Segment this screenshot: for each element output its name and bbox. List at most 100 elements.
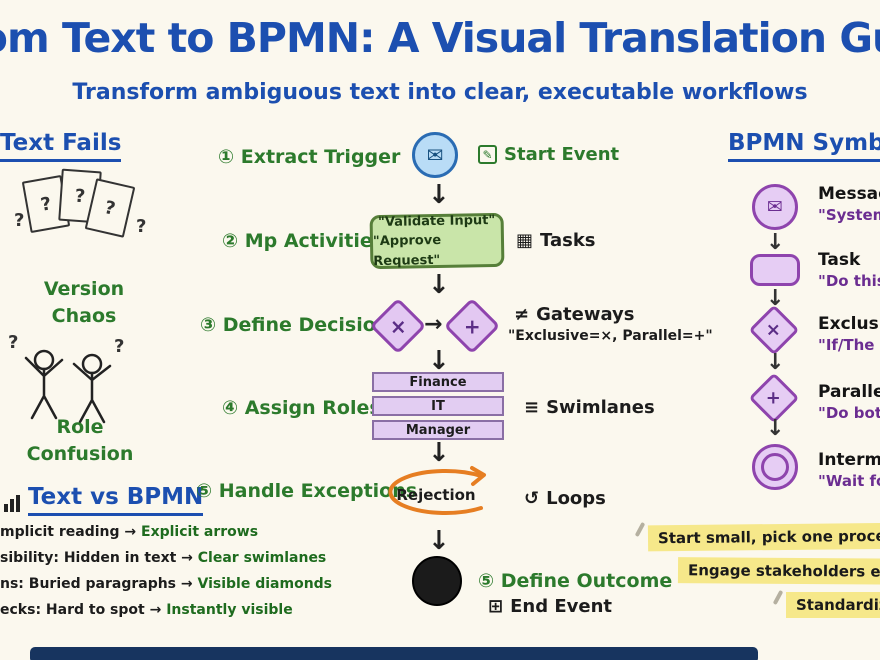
- arrow-icon: →: [181, 550, 193, 566]
- version-chaos-doodle: ? ? ? ? ?: [14, 168, 150, 276]
- bpmn-symbols-heading: BPMN Symbol: [728, 130, 880, 162]
- comparison-row: mplicit reading → Explicit arrows: [0, 524, 332, 540]
- loop-arrow-icon: [388, 466, 486, 515]
- symbol-quote: "Wait fo: [818, 472, 880, 490]
- flow-arrow-icon: ↓: [428, 346, 450, 376]
- step-6-label: ⑤ Define Outcome: [478, 570, 672, 592]
- stick-figures-icon: [24, 349, 112, 424]
- symbol-quote: "Do both: [818, 404, 880, 422]
- exclusive-symbol-shape: ×: [748, 304, 800, 356]
- role-confusion-label: Role Confusion: [26, 416, 134, 465]
- tasks-label: Tasks: [540, 230, 596, 251]
- tip-engage-stakeholders: Engage stakeholders early: [677, 557, 880, 585]
- task-line-2: "Approve Request": [372, 233, 442, 269]
- symbol-name: Task: [818, 250, 861, 270]
- flow-arrow-icon: ↓: [428, 270, 450, 300]
- flow-arrow-icon: ↓: [428, 526, 450, 556]
- parallel-gateway-shape: +: [443, 297, 501, 355]
- grid-icon: ⊞: [488, 595, 504, 617]
- swimlanes-label: Swimlanes: [546, 397, 655, 418]
- step-5-text: Handle Exceptions: [218, 480, 418, 502]
- step-1-text: Extract Trigger: [240, 146, 401, 168]
- question-mark: ?: [74, 185, 86, 207]
- comparison-list: mplicit reading → Explicit arrows sibili…: [0, 524, 332, 628]
- lanes-icon: ≡: [524, 396, 540, 418]
- loop-icon: ↺: [524, 487, 540, 509]
- text-vs-bpmn-heading: Text vs BPMN: [4, 484, 204, 516]
- step-2-text: Mp Activities: [244, 230, 385, 252]
- step-6-number: ⑤: [478, 570, 495, 592]
- flow-arrow-icon: ↓: [428, 180, 450, 210]
- gateways-annotation: ≠ Gateways: [514, 304, 635, 325]
- step-3-number: ③: [200, 314, 217, 336]
- comparison-to: Explicit arrows: [141, 524, 259, 540]
- tasks-annotation: ▦ Tasks: [516, 230, 596, 251]
- symbol-name: Exclusive: [818, 314, 880, 334]
- symbol-quote: "Do this: [818, 272, 880, 290]
- parallel-plus-glyph: +: [766, 387, 782, 409]
- step-6-text: Define Outcome: [500, 570, 673, 592]
- step-3-label: ③ Define Decisions: [200, 314, 401, 336]
- symbol-name: Parallel: [818, 382, 880, 402]
- symbol-quote: "If/The: [818, 336, 875, 354]
- step-4-label: ④ Assign Roles: [222, 397, 381, 419]
- step-5-label: ⑤ Handle Exceptions: [196, 480, 417, 502]
- page-title: om Text to BPMN: A Visual Translation Gu: [0, 14, 880, 62]
- loops-label: Loops: [546, 488, 606, 509]
- step-2-label: ② Mp Activities: [222, 230, 384, 252]
- comparison-row: ecks: Hard to spot → Instantly visible: [0, 602, 332, 618]
- loops-annotation: ↺ Loops: [524, 488, 606, 509]
- comparison-from: ecks: Hard to spot: [0, 602, 145, 618]
- exclusive-x-glyph: ×: [766, 319, 782, 341]
- tip-start-small: Start small, pick one process: [647, 522, 880, 552]
- comparison-from: sibility: Hidden in text: [0, 550, 177, 566]
- envelope-icon: ✉: [767, 196, 783, 218]
- page-subtitle: Transform ambiguous text into clear, exe…: [72, 80, 808, 105]
- symbol-arrow-icon: ↓: [766, 230, 785, 255]
- end-event-shape: [412, 556, 462, 606]
- end-event-label: End Event: [510, 596, 613, 617]
- symbol-arrow-icon: ↓: [766, 350, 785, 375]
- flow-arrow-icon: →: [424, 312, 443, 337]
- table-icon: ▦: [516, 229, 534, 251]
- flow-arrow-icon: ↓: [428, 438, 450, 468]
- comparison-row: ns: Buried paragraphs → Visible diamonds: [0, 576, 332, 592]
- step-5-number: ⑤: [196, 480, 213, 502]
- question-mark: ?: [114, 336, 125, 357]
- comparison-to: Clear swimlanes: [197, 550, 327, 566]
- step-2-number: ②: [222, 230, 239, 252]
- message-event-shape: ✉: [752, 184, 798, 230]
- symbol-name: Interme: [818, 450, 880, 470]
- bar-chart-icon: [4, 495, 20, 516]
- symbol-name: Message: [818, 184, 880, 204]
- end-event-annotation: ⊞ End Event: [488, 596, 612, 617]
- symbol-quote: "System: [818, 206, 880, 224]
- arrow-icon: →: [124, 524, 137, 540]
- start-event-shape: ✉: [412, 132, 458, 178]
- exclusive-x-glyph: ×: [389, 313, 407, 338]
- start-event-icon: ✎: [478, 145, 497, 164]
- step-3-text: Define Decisions: [222, 314, 401, 336]
- not-equal-icon: ≠: [514, 303, 530, 325]
- bottom-bar: [30, 647, 758, 660]
- gateways-label: Gateways: [536, 304, 635, 325]
- swimlane-row: IT: [372, 396, 504, 416]
- step-4-text: Assign Roles: [244, 397, 381, 419]
- swimlane-row: Finance: [372, 372, 504, 392]
- gateways-subtext: "Exclusive=×, Parallel=+": [508, 328, 713, 344]
- pencil-glyph: ✎: [482, 147, 493, 162]
- task-box-shape: "Validate Input" "Approve Request": [369, 212, 505, 270]
- arrow-icon: →: [180, 576, 193, 592]
- loop-label: Rejection: [396, 486, 476, 504]
- exclusive-gateway-shape: ×: [369, 297, 427, 355]
- arrow-icon: →: [149, 602, 162, 618]
- comparison-from: mplicit reading: [0, 524, 120, 540]
- text-fails-heading: Text Fails: [0, 130, 122, 162]
- pen-mark-icon: [772, 589, 784, 606]
- parallel-plus-glyph: +: [463, 313, 481, 338]
- task-line-1: "Validate Input": [377, 212, 496, 230]
- swimlanes-annotation: ≡ Swimlanes: [524, 397, 655, 418]
- comparison-from: ns: Buried paragraphs: [0, 576, 177, 592]
- step-4-number: ④: [222, 397, 239, 419]
- pen-mark-icon: [634, 521, 646, 538]
